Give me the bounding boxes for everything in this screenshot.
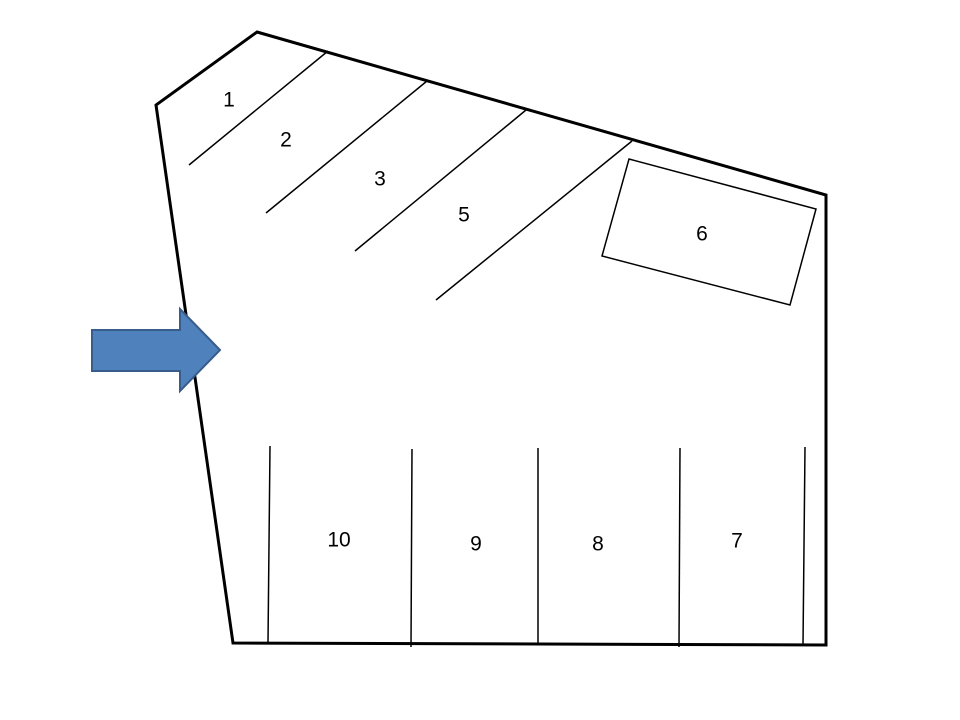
right-arrow-icon xyxy=(91,306,222,394)
stall-divider-right xyxy=(802,446,806,646)
stall-label-8: 8 xyxy=(592,533,604,556)
stall-divider-8-7 xyxy=(678,447,681,648)
stall-label-10: 10 xyxy=(327,529,350,552)
stall-divider-left xyxy=(267,445,271,644)
lot-outline xyxy=(154,30,828,647)
stall-divider-1-2 xyxy=(188,50,329,166)
stall-divider-3-5 xyxy=(354,109,527,252)
stall-label-3: 3 xyxy=(374,168,386,191)
stall-label-7: 7 xyxy=(731,530,743,553)
stall-label-1: 1 xyxy=(223,89,235,112)
stall-6-box xyxy=(601,158,817,306)
stall-label-5: 5 xyxy=(458,204,470,227)
stall-label-2: 2 xyxy=(280,129,292,152)
stall-divider-2-3 xyxy=(265,80,428,214)
stall-divider-5 xyxy=(435,140,633,301)
stall-label-6: 6 xyxy=(696,223,708,246)
stall-label-9: 9 xyxy=(470,533,482,556)
stall-divider-10-9 xyxy=(410,448,413,648)
